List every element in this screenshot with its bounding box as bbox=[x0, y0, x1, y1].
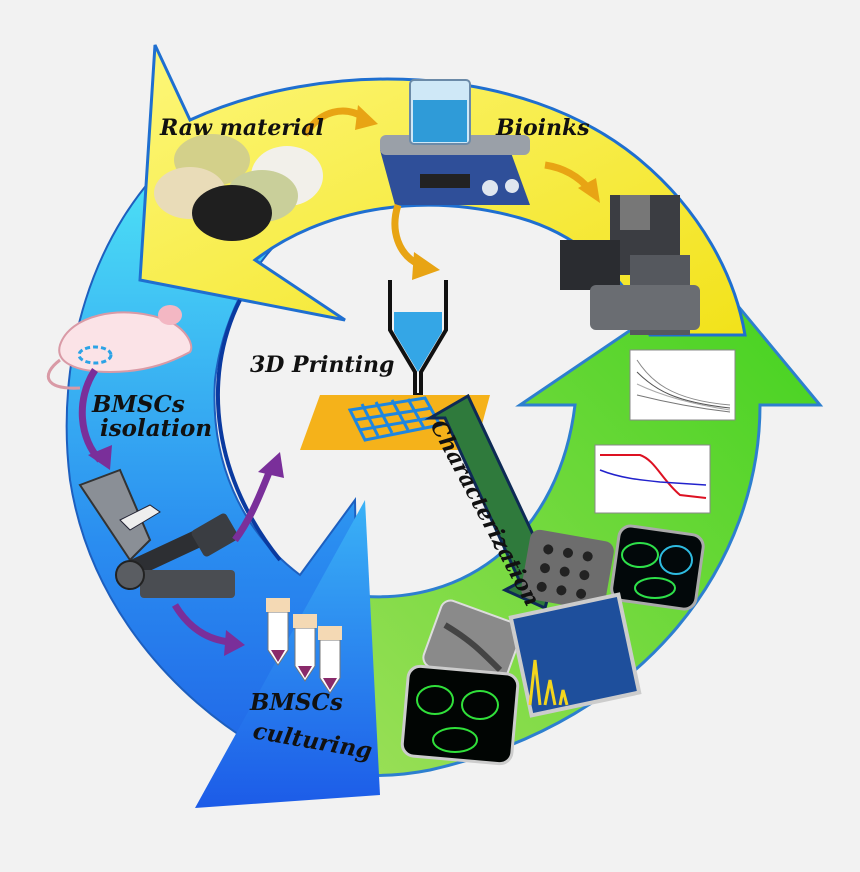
printer-nozzle-icon bbox=[388, 280, 448, 397]
inner-ring-edge bbox=[215, 299, 282, 562]
powder-pile-icon bbox=[154, 134, 323, 241]
label-raw-material: Raw material bbox=[159, 115, 324, 141]
flow-arrow-bioinks-to-rheometer bbox=[544, 161, 600, 203]
scaffold-grid-icon bbox=[347, 396, 443, 442]
flow-arrow-raw-to-bioinks bbox=[301, 105, 378, 137]
centrifuge-tube-icon bbox=[266, 598, 342, 694]
mouse-icon bbox=[47, 305, 193, 390]
spectrum-image-icon bbox=[508, 592, 642, 718]
label-bmscs-isolation-2: isolation bbox=[100, 415, 212, 442]
cell-sketch-icon bbox=[119, 504, 161, 531]
flow-arrow-microscope-to-culture bbox=[171, 603, 245, 656]
hot-plate-stirrer-icon bbox=[380, 79, 530, 205]
fluorescence-image-icon bbox=[400, 664, 520, 766]
line-chart-icon bbox=[629, 349, 736, 421]
flow-arrow-bioinks-to-printing bbox=[391, 203, 440, 280]
microscope-icon bbox=[78, 468, 239, 598]
flow-arrow-culture-to-printing bbox=[232, 452, 284, 543]
sem-image-icon bbox=[521, 529, 614, 611]
label-bmscs-culturing-1: BMSCs bbox=[249, 689, 343, 716]
label-bioinks: Bioinks bbox=[495, 115, 590, 141]
blue-arrowhead bbox=[195, 500, 380, 808]
fluorescence-image-icon bbox=[610, 524, 705, 611]
flow-arrow-isolation-to-microscope bbox=[78, 368, 112, 470]
label-bmscs-isolation-1: BMSCs bbox=[91, 391, 185, 418]
label-3d-printing: 3D Printing bbox=[250, 352, 394, 378]
line-chart-icon bbox=[594, 444, 711, 514]
rheometer-icon bbox=[560, 195, 700, 335]
